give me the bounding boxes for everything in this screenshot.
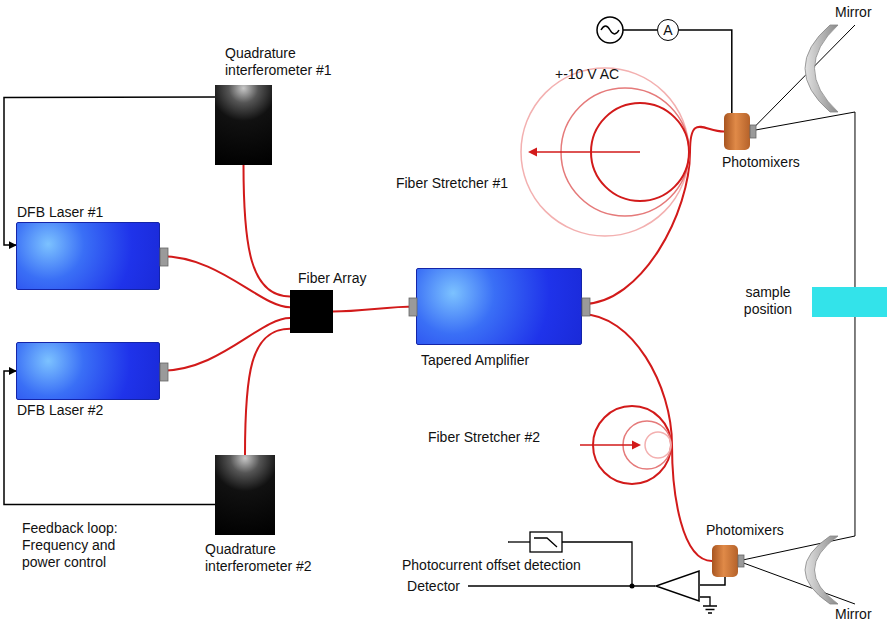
node-label: sample position xyxy=(732,284,804,318)
fiber-stretcher: Fiber Stretcher #1 xyxy=(520,67,690,237)
annotation-label: +-10 V AC xyxy=(555,66,619,83)
mirror: Mirror xyxy=(785,536,860,604)
lowpass-curve xyxy=(534,538,557,547)
mirror: Mirror xyxy=(785,25,860,112)
thz-beam xyxy=(854,112,855,536)
optical-fiber xyxy=(582,314,672,445)
wire xyxy=(508,541,530,542)
signal-wire xyxy=(679,30,732,113)
fiber-stretcher: Fiber Stretcher #2 xyxy=(592,405,672,485)
wire xyxy=(700,597,710,606)
signal-wire xyxy=(700,577,725,585)
node-label: Mirror xyxy=(835,606,872,623)
node-label: DFB Laser #1 xyxy=(17,204,103,221)
node-label: Fiber Array xyxy=(298,270,366,287)
node-label: Tapered Amplifier xyxy=(421,352,529,369)
node-label: A xyxy=(663,22,672,39)
tapered-amplifier-outline xyxy=(417,269,581,344)
amplifier-triangle-outline xyxy=(655,570,700,602)
optical-fiber xyxy=(672,445,712,561)
node-label: Quadrature interferometer #2 xyxy=(205,541,330,575)
dfb-laser: DFB Laser #1 xyxy=(16,222,160,290)
wire xyxy=(623,29,657,31)
ammeter-symbol: A xyxy=(657,19,679,41)
node-label: DFB Laser #2 xyxy=(17,402,103,419)
fiber-stretcher-outline xyxy=(520,67,690,237)
ground-symbol xyxy=(703,606,717,613)
photomixer-outline xyxy=(724,113,750,150)
annotation-label: Feedback loop: Frequency and power contr… xyxy=(22,520,157,570)
optical-fiber xyxy=(690,127,724,152)
node-label: Photomixers xyxy=(722,154,800,171)
node-label: Detector xyxy=(407,578,460,595)
junction-dot xyxy=(630,584,635,589)
optical-fiber xyxy=(160,256,290,307)
fiber-stretcher-outline xyxy=(592,405,672,485)
annotation-label: Photocurrent offset detection xyxy=(402,557,581,574)
interferometer-box: Quadrature interferometer #1 xyxy=(215,85,272,165)
thz-beam xyxy=(750,25,855,132)
mirror-outline xyxy=(785,536,860,604)
fiber-array: Fiber Array xyxy=(290,290,333,333)
sample-slab: sample position xyxy=(812,287,887,317)
tapered-amplifier: Tapered Amplifier xyxy=(416,268,582,345)
wire xyxy=(468,585,655,586)
ac-source-symbol xyxy=(597,17,623,43)
node-label: Mirror xyxy=(835,4,872,21)
node-label: Fiber Stretcher #1 xyxy=(396,175,508,192)
mirror-outline xyxy=(785,25,860,112)
lowpass-filter-symbol xyxy=(530,532,562,552)
thz-beam xyxy=(738,536,855,561)
photomixer-outline xyxy=(712,545,738,577)
sine-symbol xyxy=(601,26,619,34)
interferometer-box: Quadrature interferometer #2 xyxy=(215,455,275,535)
node-label: Photomixers xyxy=(706,522,784,539)
photomixer: Photomixers xyxy=(712,545,738,577)
dfb-laser-outline xyxy=(17,223,159,289)
node-label: Fiber Stretcher #2 xyxy=(428,429,540,446)
node-label: Quadrature interferometer #1 xyxy=(225,45,345,79)
dfb-laser-outline xyxy=(17,343,159,399)
optical-fiber xyxy=(160,318,290,371)
photomixer: Photomixers xyxy=(724,113,750,150)
optical-fiber xyxy=(245,329,290,455)
optical-fiber xyxy=(333,307,416,312)
amplifier-triangle: Detector xyxy=(655,570,700,602)
optical-fiber xyxy=(244,165,291,296)
thz-beam xyxy=(738,561,855,604)
optical-fiber xyxy=(582,152,690,304)
dfb-laser: DFB Laser #2 xyxy=(16,342,160,400)
